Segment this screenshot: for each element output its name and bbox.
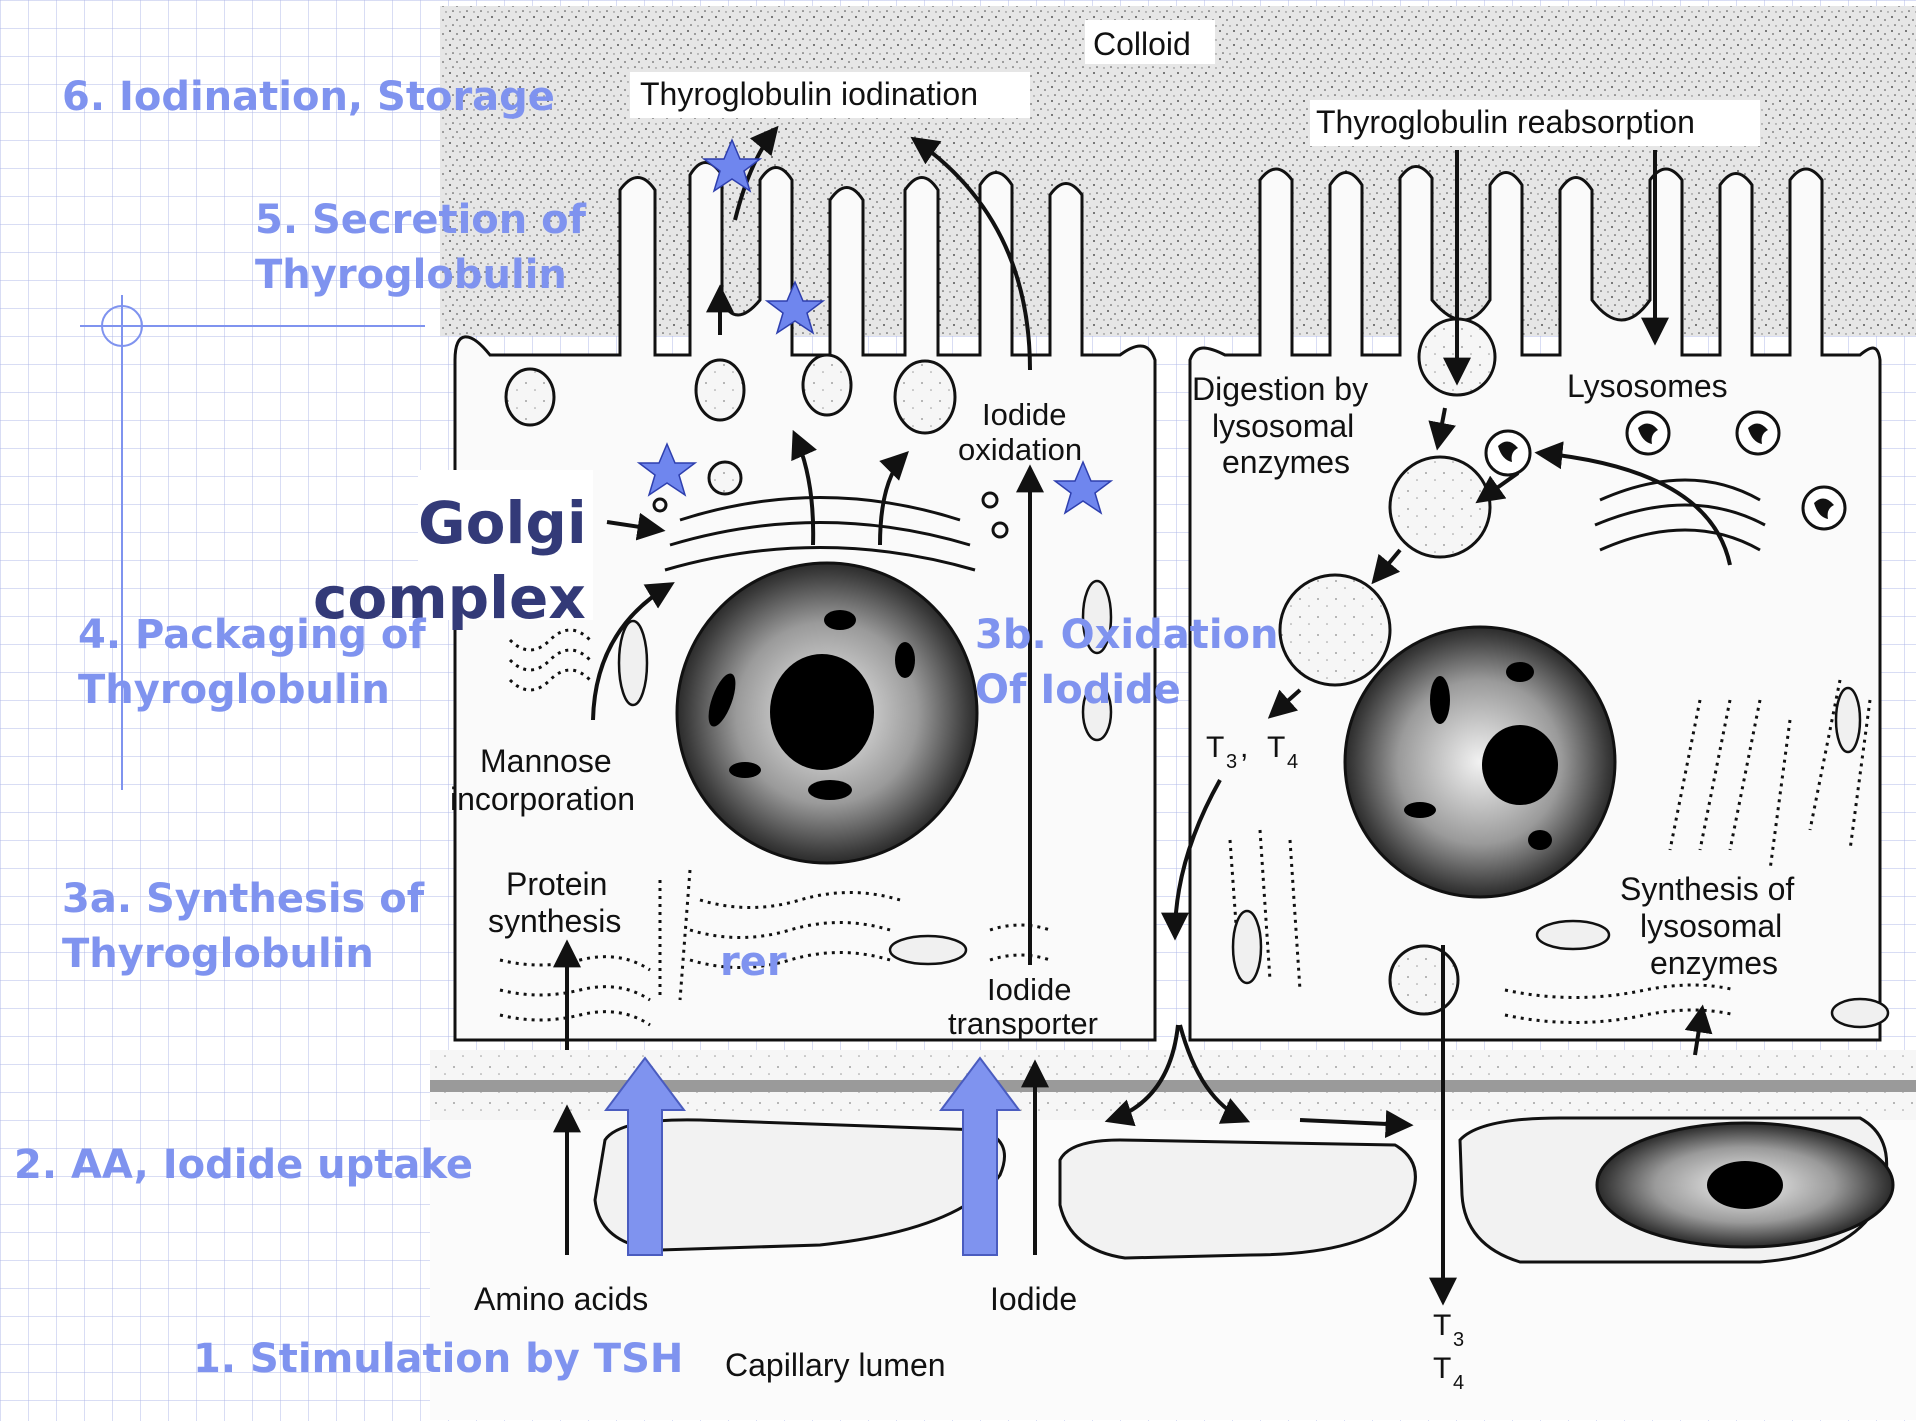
label-thyroglobulin-iodination: Thyroglobulin iodination [640,76,978,112]
label-thyroglobulin-reabsorption: Thyroglobulin reabsorption [1316,104,1695,140]
label-protein-2: synthesis [488,903,621,939]
annotation-step-6: 6. Iodination, Storage [62,74,555,120]
svg-text:4: 4 [1453,1372,1464,1394]
svg-text:T: T [1433,1309,1451,1342]
svg-text:,: , [1240,731,1248,764]
label-mannose-2: incorporation [450,781,635,817]
label-protein-1: Protein [506,866,607,902]
label-digestion-3: enzymes [1222,444,1350,480]
annotation-rer: rer [720,939,787,985]
label-capillary-lumen: Capillary lumen [725,1347,946,1383]
label-mannose-1: Mannose [480,743,612,779]
label-synthesis-lyso-3: enzymes [1650,945,1778,981]
left-nucleus [677,563,977,863]
label-lysosomes: Lysosomes [1567,368,1728,404]
svg-text:3: 3 [1226,751,1237,773]
annotation-golgi-line1: Golgi [418,489,587,557]
label-iodide-oxidation-1: Iodide [982,397,1066,432]
label-iodide: Iodide [990,1281,1077,1317]
right-nucleus [1345,627,1615,897]
label-iodide-transporter-2: transporter [948,1006,1098,1041]
svg-text:3: 3 [1453,1329,1464,1351]
label-iodide-transporter-1: Iodide [987,972,1071,1007]
annotation-step-3b-line2: Of Iodide [975,667,1181,713]
annotation-step-1: 1. Stimulation by TSH [193,1336,683,1382]
label-digestion-2: lysosomal [1212,408,1354,444]
annotation-step-4-line2: Thyroglobulin [78,667,390,713]
annotation-step-5-line2: Thyroglobulin [255,252,567,298]
annotation-step-4-line1: 4. Packaging of [78,612,426,658]
label-synthesis-lyso-1: Synthesis of [1620,871,1794,907]
endothelial-cell-middle [1060,1140,1415,1258]
label-iodide-oxidation-2: oxidation [958,432,1082,467]
svg-text:T: T [1433,1352,1451,1385]
label-synthesis-lyso-2: lysosomal [1640,908,1782,944]
annotation-step-5-line1: 5. Secretion of [255,197,587,243]
annotation-step-3a-line2: Thyroglobulin [62,931,374,977]
label-amino-acids: Amino acids [474,1281,648,1317]
svg-text:T: T [1267,731,1285,764]
left-guide-lines [80,295,425,790]
annotation-step-3a-line1: 3a. Synthesis of [62,876,425,922]
annotation-step-2: 2. AA, Iodide uptake [14,1142,473,1188]
svg-text:T: T [1206,731,1224,764]
label-colloid: Colloid [1093,26,1191,62]
annotation-step-3b-line1: 3b. Oxidation [975,612,1279,658]
svg-text:4: 4 [1287,751,1298,773]
label-digestion-1: Digestion by [1192,371,1368,407]
